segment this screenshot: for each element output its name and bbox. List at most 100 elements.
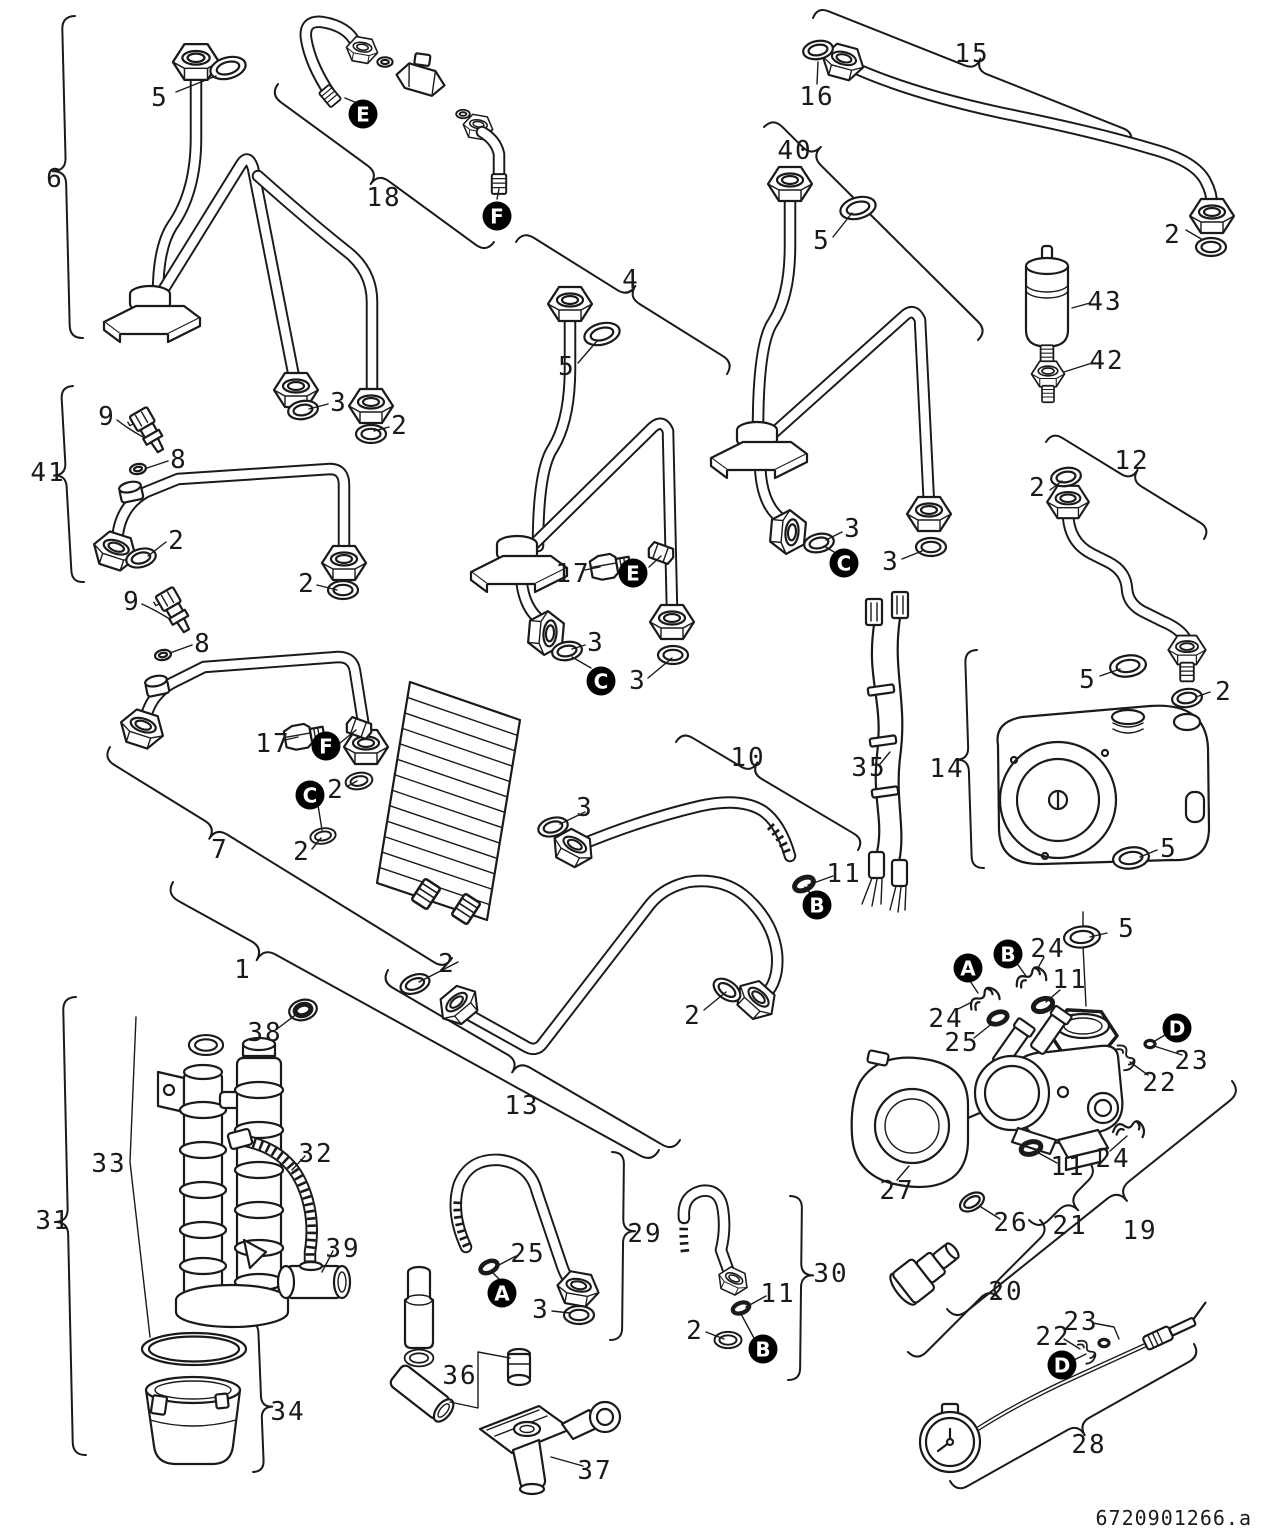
group-bracket: [1028, 1160, 1094, 1226]
callout-5: 5: [558, 352, 576, 382]
callout-35: 35: [851, 753, 886, 783]
connection-badge-C: C: [295, 780, 325, 810]
retaining-clip-24: [1012, 964, 1049, 990]
callout-26: 26: [993, 1208, 1028, 1238]
o-ring-8: [153, 647, 173, 663]
pipe-flange: [102, 284, 202, 344]
callout-15: 15: [954, 39, 989, 69]
group-bracket: [273, 83, 495, 250]
callout-16: 16: [799, 82, 834, 112]
part-29-u-pipe: [456, 1160, 603, 1326]
part-42-vent-adapter: [1030, 360, 1066, 404]
callout-38: 38: [247, 1018, 282, 1048]
hx-plate-line: [404, 712, 516, 752]
callout-25: 25: [944, 1028, 979, 1058]
part-39-overflow-elbow: [276, 1260, 352, 1300]
o-ring-25: [479, 1258, 500, 1275]
callout-5: 5: [151, 83, 169, 113]
union-nut: [713, 1262, 753, 1300]
group-bracket: [384, 969, 681, 1149]
gasket-3: [562, 1304, 596, 1326]
connection-badge-A: A: [487, 1278, 517, 1308]
part-43-air-vent: [1024, 244, 1070, 364]
callout-2: 2: [327, 775, 345, 805]
callout-9: 9: [123, 587, 141, 617]
callout-24: 24: [928, 1004, 963, 1034]
callout-23: 23: [1063, 1307, 1098, 1337]
seal-ring: [376, 56, 394, 68]
gasket-2: [1169, 685, 1205, 711]
callout-37: 37: [577, 1456, 612, 1486]
hx-plate-line: [396, 758, 509, 798]
part-4-pipe-assembly: [469, 285, 696, 666]
callout-2: 2: [298, 569, 316, 599]
svg-text:B: B: [809, 894, 824, 918]
callout-2: 2: [686, 1316, 704, 1346]
part-30-hose: [684, 1191, 753, 1350]
callout-4: 4: [622, 265, 640, 295]
connection-badge-E: E: [348, 99, 378, 129]
group-bracket: [787, 1195, 815, 1382]
part-28-temperature-gauge: [918, 1301, 1207, 1474]
callout-17: 17: [555, 559, 590, 589]
part-36-drain-fittings: [389, 1265, 532, 1423]
callout-layer: 5618161524054342122419832229845173333172…: [30, 39, 1230, 1486]
document-number: 6720901266.a: [1095, 1506, 1252, 1530]
part-20-bypass-fitting: [889, 1242, 960, 1306]
callout-11: 11: [826, 859, 861, 889]
svg-text:C: C: [594, 670, 609, 694]
part-6-flow-pipe-assembly: [102, 42, 395, 445]
union-nut: [1046, 484, 1090, 520]
svg-text:D: D: [1169, 1017, 1186, 1041]
group-bracket: [51, 15, 84, 340]
o-ring-5: [1062, 923, 1102, 951]
part-18-gas-valve-tube: [306, 22, 508, 195]
group-bracket: [949, 1343, 1198, 1490]
sensor-boss: [117, 478, 145, 505]
callout-11: 11: [1052, 965, 1087, 995]
callout-39: 39: [325, 1234, 360, 1264]
hx-plate-line: [394, 774, 506, 814]
group-bracket: [812, 9, 1133, 145]
svg-text:B: B: [1000, 943, 1015, 967]
callout-3: 3: [587, 628, 605, 658]
svg-text:D: D: [1054, 1354, 1071, 1378]
part-7-sensor-pipe: [114, 585, 390, 847]
gasket-2: [1194, 236, 1228, 258]
callout-6: 6: [46, 164, 64, 194]
o-ring-5: [580, 318, 624, 350]
callout-20: 20: [988, 1277, 1023, 1307]
svg-text:F: F: [319, 735, 333, 759]
group-bracket: [763, 121, 984, 341]
callout-13: 13: [504, 1091, 539, 1121]
callout-34: 34: [270, 1397, 305, 1427]
group-bracket: [106, 746, 453, 966]
callout-28: 28: [1071, 1430, 1106, 1460]
hx-plate-line: [406, 696, 519, 737]
valve-body: [395, 52, 446, 97]
siphon-gasket: [140, 1331, 248, 1367]
gasket-2: [326, 579, 360, 601]
hx-plate-line: [388, 804, 501, 844]
connection-badge-B: B: [993, 939, 1023, 969]
o-ring-8: [128, 461, 148, 477]
svg-text:A: A: [494, 1282, 510, 1306]
part-21-diverter-valve-body: [973, 911, 1124, 1172]
union-nut: [766, 165, 814, 203]
group-bracket: [955, 649, 985, 870]
union-nut: [114, 704, 170, 754]
callout-36: 36: [442, 1361, 477, 1391]
union-nut: [347, 387, 395, 425]
group-bracket: [675, 734, 862, 851]
callout-27: 27: [879, 1176, 914, 1206]
callout-2: 2: [438, 949, 456, 979]
part-32-flex-hose: [226, 1127, 311, 1263]
pipe-flange: [709, 420, 809, 480]
callout-10: 10: [730, 743, 765, 773]
callout-3: 3: [330, 388, 348, 418]
callout-22: 22: [1142, 1068, 1177, 1098]
callout-8: 8: [170, 445, 188, 475]
svg-text:E: E: [356, 103, 370, 127]
